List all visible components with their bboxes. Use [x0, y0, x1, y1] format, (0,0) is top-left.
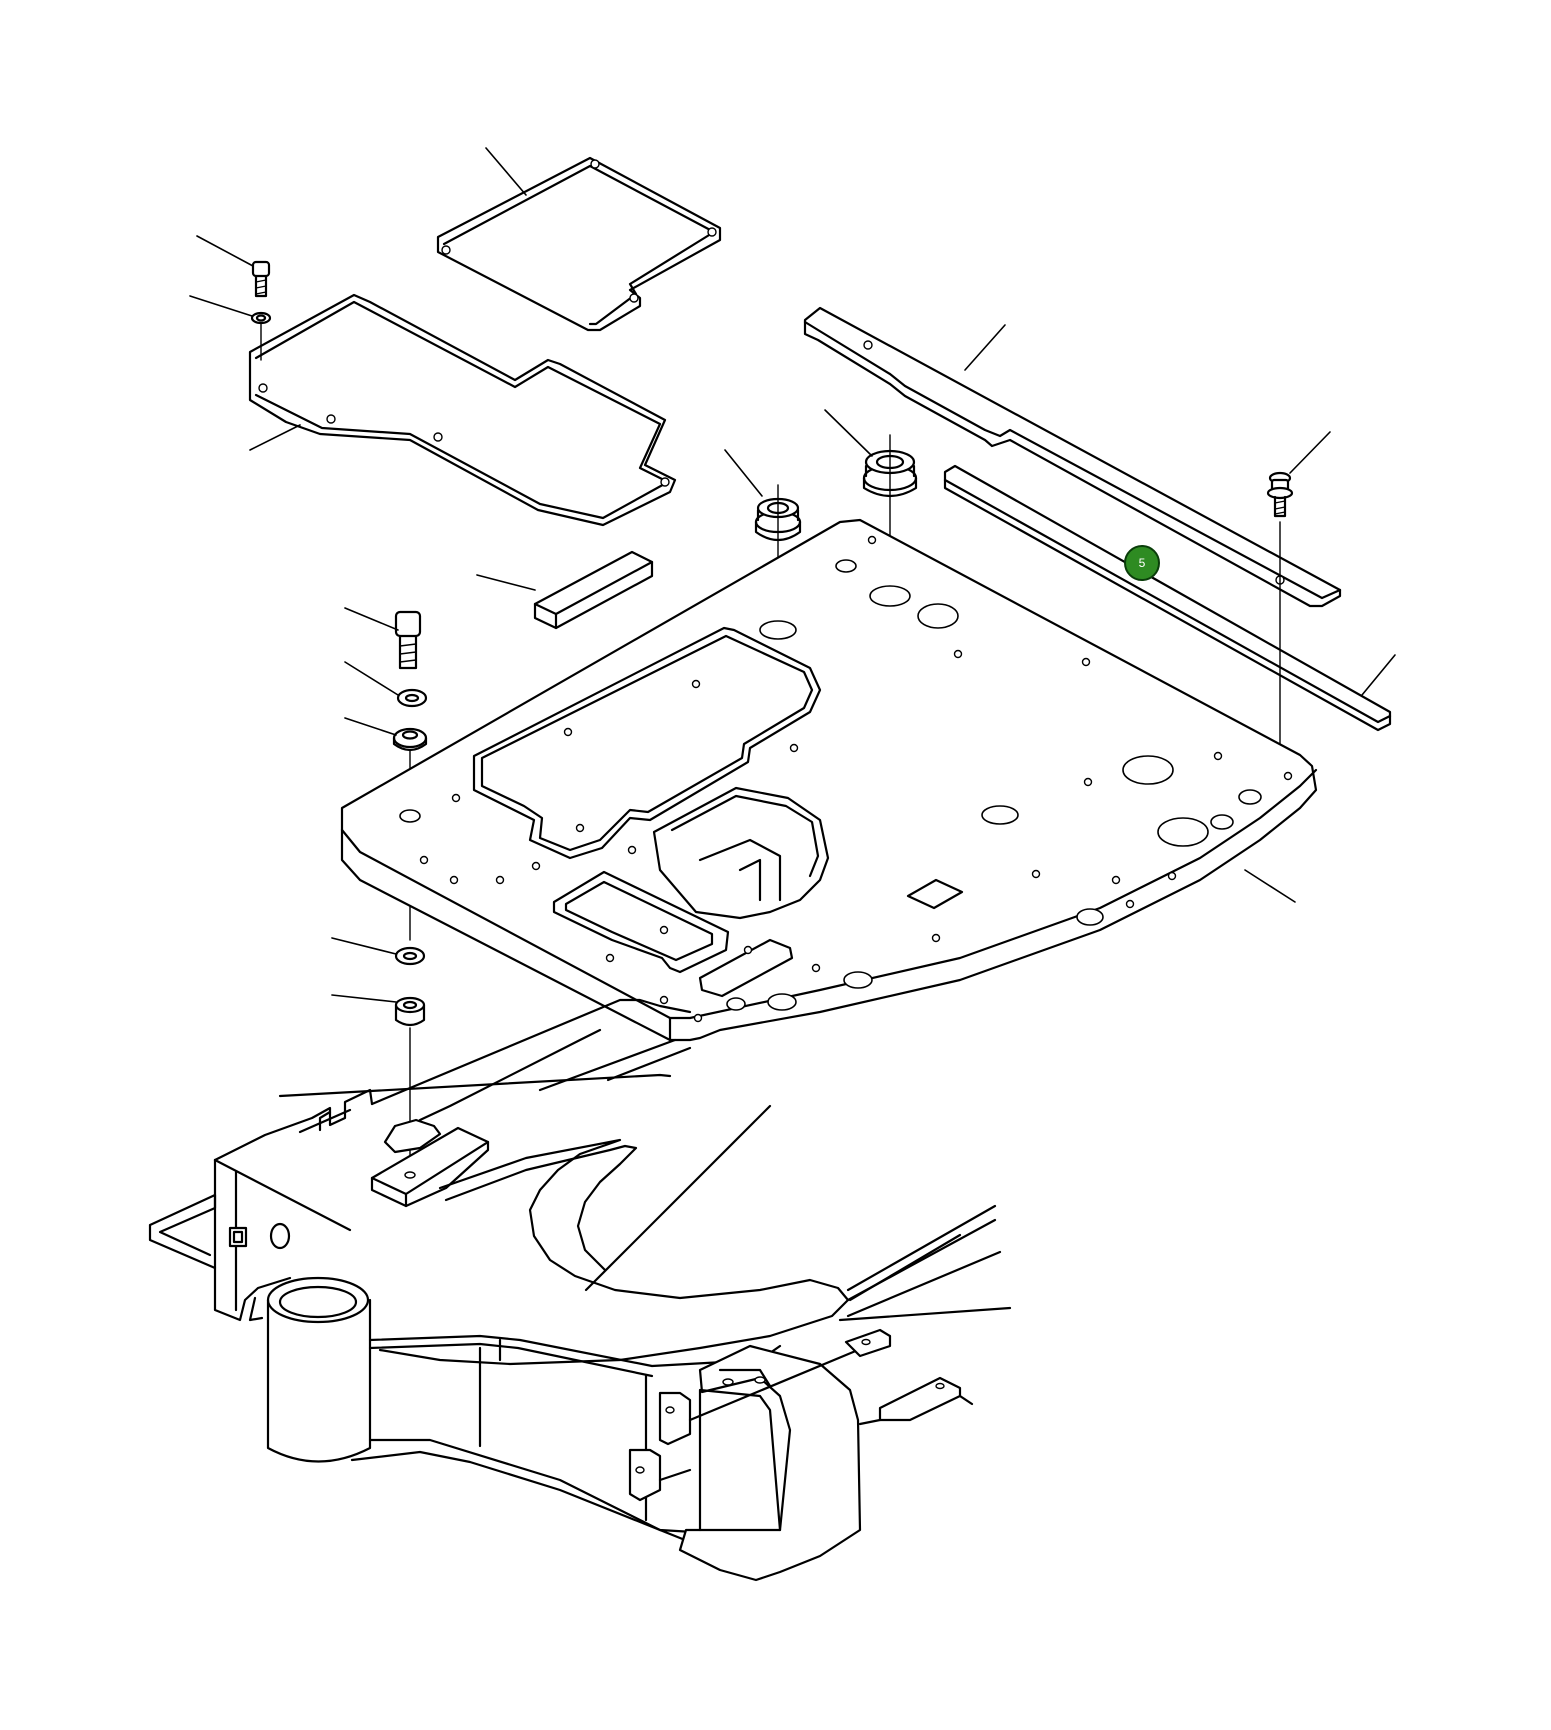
revolving-frame — [148, 998, 1012, 1582]
rubber-block — [476, 550, 654, 630]
bolt-flange-right — [1266, 431, 1331, 756]
left-floor-mat — [248, 293, 677, 527]
bolt-stack-left — [331, 607, 428, 1176]
seal-strip-lower — [943, 464, 1396, 732]
top-cover-plate — [436, 147, 722, 332]
callout-5-marker[interactable] — [1124, 545, 1160, 581]
bolt-small-upper-left — [189, 235, 272, 361]
grommet-large — [824, 409, 918, 596]
floor-plate — [340, 518, 1318, 1042]
callout-5-label: 5 — [1139, 556, 1146, 570]
callout-5[interactable]: 5 — [1124, 545, 1160, 581]
